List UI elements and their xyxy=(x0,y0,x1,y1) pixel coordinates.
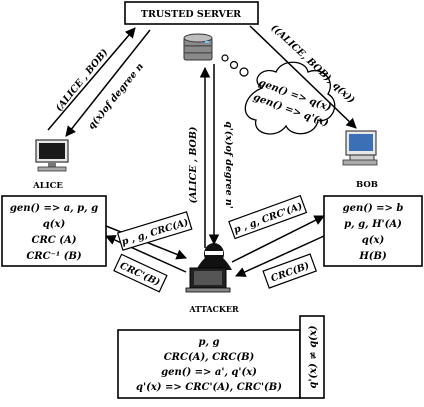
arrow-bob-to-attacker xyxy=(235,235,325,277)
edge-label-attacker-to-server: (ALICE , BOB) xyxy=(188,127,199,204)
attacker-info-box: p, g CRC(A), CRC(B) gen() => a', q'(x) q… xyxy=(117,329,301,399)
attacker-line-3: gen() => a', q'(x) xyxy=(161,367,257,378)
bob-info-box: gen() => b p, g, H'(A) q(x) H(B) xyxy=(323,195,423,267)
bob-line-4: H(B) xyxy=(358,251,387,262)
attacker-line-4: q'(x) => CRC'(A), CRC'(B) xyxy=(136,382,282,393)
trusted-server-box: TRUSTED SERVER xyxy=(124,1,259,25)
alice-computer-icon xyxy=(35,139,69,172)
bob-label: BOB xyxy=(356,180,378,190)
inequality-text: q'(x) ≠ q(x) xyxy=(308,325,319,389)
edge-box-alice-to-attacker: p , g, CRC(A) xyxy=(116,211,193,251)
alice-line-4: CRC⁻¹ (B) xyxy=(26,251,82,262)
attacker-line-1: p, g xyxy=(199,337,220,348)
edge-label-server-to-attacker: q'(x)of degree n' xyxy=(223,121,234,208)
bob-line-3: q(x) xyxy=(362,235,385,246)
bob-line-2: p, g, H'(A) xyxy=(344,219,402,230)
alice-line-2: q(x) xyxy=(43,219,66,230)
bob-line-1: gen() => b xyxy=(343,203,404,214)
bob-computer-icon xyxy=(342,130,378,166)
alice-info-box: gen() => a, p, g q(x) CRC (A) CRC⁻¹ (B) xyxy=(1,195,107,267)
attacker-label: ATTACKER xyxy=(188,304,239,314)
attacker-hacker-icon xyxy=(185,243,232,293)
arrow-server-to-bob xyxy=(249,25,357,129)
arrow-attacker-to-bob xyxy=(231,215,325,263)
server-icon xyxy=(183,33,213,61)
thought-bubble: gen() => q(x) gen() => q'(x) xyxy=(221,54,336,135)
alice-label: ALICE xyxy=(32,181,63,191)
alice-line-3: CRC (A) xyxy=(32,235,77,246)
edge-box-attacker-to-bob: p , g, CRC'(A) xyxy=(228,194,308,240)
alice-line-1: gen() => a, p, g xyxy=(10,203,98,214)
inequality-box: q'(x) ≠ q(x) xyxy=(299,315,325,399)
attacker-line-2: CRC(A), CRC(B) xyxy=(164,352,255,363)
arrow-server-to-alice xyxy=(65,29,151,137)
arrow-alice-to-server xyxy=(47,27,136,131)
arrow-attacker-to-alice xyxy=(105,235,187,273)
trusted-server-title: TRUSTED SERVER xyxy=(141,9,241,20)
edge-box-bob-to-attacker: CRC(B) xyxy=(262,253,317,289)
